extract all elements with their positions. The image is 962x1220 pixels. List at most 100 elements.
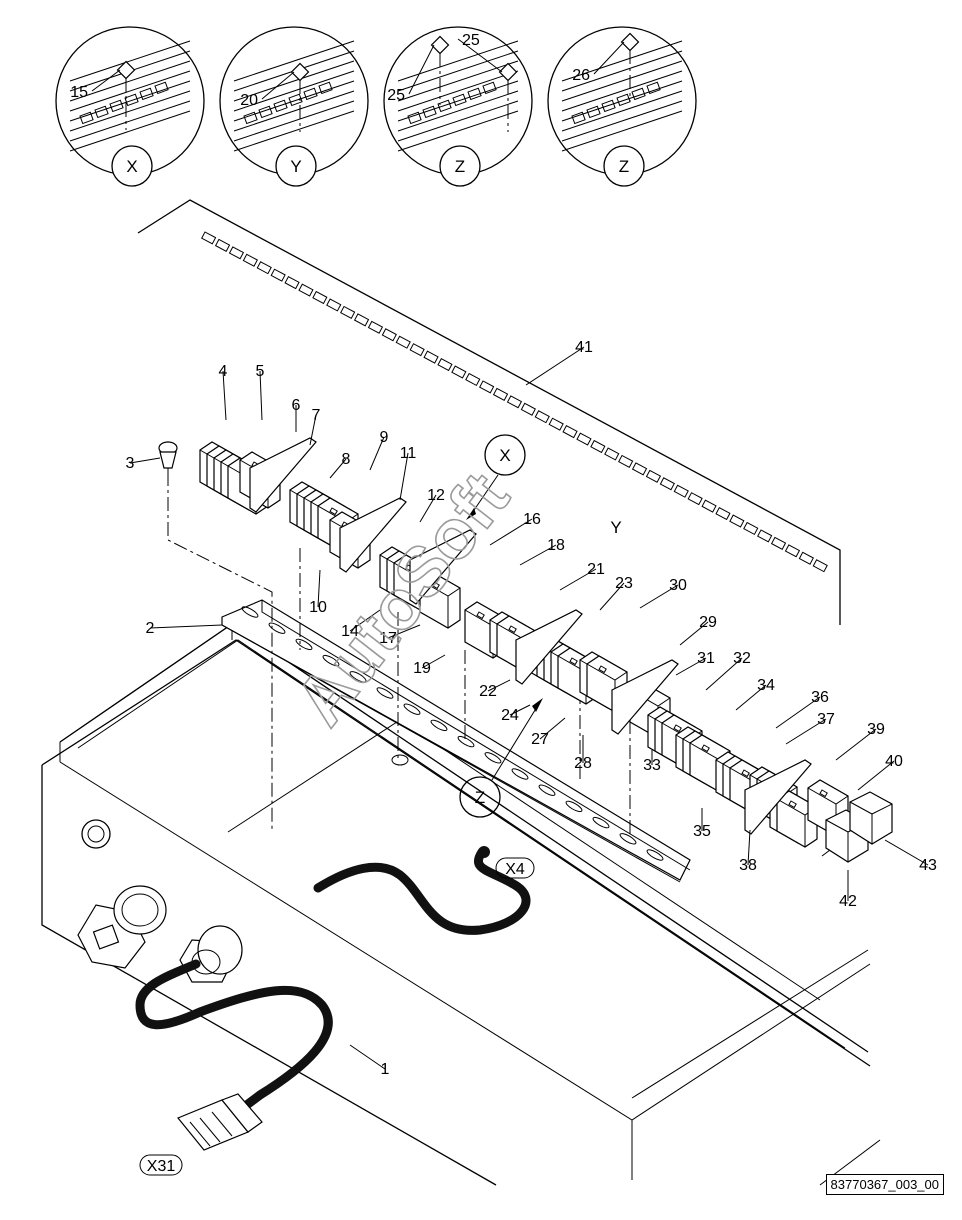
svg-text:21: 21 — [587, 561, 605, 578]
part-label-6: 6 — [292, 397, 301, 432]
part-label-11: 11 — [399, 445, 417, 501]
screw-part-3 — [158, 441, 178, 478]
svg-text:30: 30 — [669, 577, 687, 594]
svg-text:40: 40 — [885, 753, 903, 770]
relay-43 — [849, 791, 893, 845]
svg-text:29: 29 — [699, 614, 717, 631]
part-label-28: 28 — [574, 735, 592, 772]
vent-slot — [298, 283, 314, 297]
svg-text:23: 23 — [615, 575, 633, 592]
cable-x4 — [313, 846, 531, 935]
alignment-lines — [167, 472, 841, 840]
detail-view-2: Y20 — [219, 26, 369, 187]
vent-slot — [465, 372, 481, 387]
terminal-block — [529, 631, 599, 705]
detail-view-1: X15 — [55, 26, 205, 187]
terminal-block — [675, 726, 731, 792]
vent-slot — [687, 492, 703, 506]
svg-text:Z: Z — [475, 788, 485, 807]
separator-plate — [339, 497, 407, 573]
svg-text:14: 14 — [341, 623, 359, 640]
vent-slot — [242, 253, 258, 267]
vent-slot — [201, 231, 217, 245]
enclosure-box — [41, 623, 881, 1186]
detail-part-label: 26 — [572, 67, 590, 84]
part-label-32: 32 — [705, 650, 751, 691]
svg-text:19: 19 — [413, 660, 431, 677]
separator-plate — [611, 659, 679, 735]
svg-text:36: 36 — [811, 689, 829, 706]
vent-slot — [673, 484, 689, 498]
connector-tag-x4: X4 — [495, 857, 535, 879]
vent-slot — [701, 499, 717, 513]
vent-slot — [256, 261, 272, 275]
vent-slot — [645, 469, 662, 483]
vent-slot — [214, 238, 231, 252]
rail-slot — [565, 800, 583, 813]
vent-slot — [381, 328, 397, 342]
rail-slot — [376, 687, 394, 699]
svg-text:Z: Z — [619, 157, 629, 176]
separator-plate — [744, 759, 812, 835]
svg-text:5: 5 — [256, 363, 265, 380]
part-label-35: 35 — [693, 808, 711, 840]
rail-slot — [619, 833, 637, 845]
svg-text:8: 8 — [342, 451, 351, 468]
rail-slot — [592, 816, 610, 829]
vent-slot — [479, 380, 495, 394]
part-label-19: 19 — [413, 654, 446, 677]
part-label-10: 10 — [309, 569, 327, 616]
vent-slot — [284, 276, 300, 290]
part-label-30: 30 — [639, 577, 687, 609]
view-marker-z: Z — [459, 698, 543, 818]
vent-slot — [757, 529, 773, 543]
vent-slot — [729, 514, 745, 528]
vent-slot — [812, 559, 828, 573]
cable-glands — [77, 819, 243, 983]
cable-x31 — [135, 959, 333, 1151]
svg-text:12: 12 — [427, 487, 445, 504]
part-label-1: 1 — [349, 1044, 390, 1078]
vent-slot — [590, 439, 606, 454]
cabinet-back-wall — [137, 199, 841, 625]
svg-text:6: 6 — [292, 397, 301, 414]
vent-slot — [437, 357, 453, 372]
svg-text:11: 11 — [400, 445, 417, 462]
part-label-22: 22 — [479, 679, 511, 700]
detail-letter: X — [111, 145, 153, 187]
part-label-3: 3 — [126, 455, 161, 472]
svg-text:16: 16 — [523, 511, 541, 528]
svg-text:4: 4 — [219, 363, 228, 380]
detail-letter: Z — [439, 145, 481, 187]
svg-text:3: 3 — [126, 455, 135, 472]
vent-slot — [340, 305, 356, 319]
part-label-12: 12 — [419, 487, 445, 523]
rail-slot — [646, 849, 664, 861]
vent-slot — [548, 417, 564, 431]
svg-text:28: 28 — [574, 755, 592, 772]
vent-slot — [534, 410, 550, 424]
part-label-4: 4 — [219, 363, 228, 421]
part-label-42: 42 — [839, 870, 857, 910]
detail-view-4: Z 26 — [547, 26, 697, 187]
svg-text:Z: Z — [455, 157, 465, 176]
part-label-37: 37 — [785, 711, 835, 745]
svg-text:10: 10 — [309, 599, 327, 616]
connector-plug-x31 — [177, 1093, 263, 1151]
part-label-27: 27 — [531, 717, 566, 748]
part-label-33: 33 — [643, 750, 661, 774]
svg-text:X31: X31 — [147, 1158, 176, 1175]
separator-plate — [515, 609, 583, 685]
part-label-2: 2 — [146, 620, 223, 637]
svg-text:37: 37 — [817, 711, 835, 728]
part-label-38: 38 — [739, 829, 757, 874]
svg-text:42: 42 — [839, 893, 857, 910]
svg-text:35: 35 — [693, 823, 711, 840]
vent-slot — [326, 298, 342, 312]
part-label-7: 7 — [309, 407, 321, 446]
rail-slot — [430, 719, 448, 732]
part-label-5: 5 — [256, 363, 265, 421]
part-label-18: 18 — [519, 537, 565, 566]
part-label-16: 16 — [489, 511, 541, 546]
